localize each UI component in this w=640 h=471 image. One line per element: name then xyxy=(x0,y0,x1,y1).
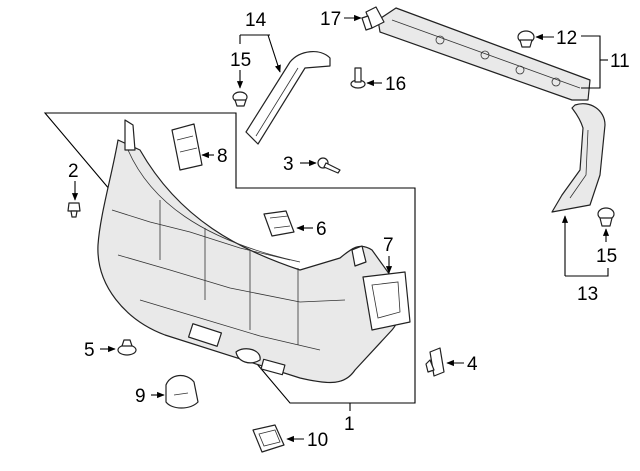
handle-bezel-7 xyxy=(362,271,411,331)
callout-5: 5 xyxy=(84,340,95,361)
cover-8 xyxy=(171,123,203,171)
callout-12: 12 xyxy=(556,28,577,49)
callout-1: 1 xyxy=(344,414,355,435)
pillar-trim-14 xyxy=(245,51,331,145)
callout-9: 9 xyxy=(135,386,146,407)
callout-3: 3 xyxy=(283,154,294,175)
callout-15-right: 15 xyxy=(596,246,617,267)
liftgate-trim-panel xyxy=(97,119,402,384)
callout-16: 16 xyxy=(385,74,406,95)
retainer-5 xyxy=(117,339,137,356)
callout-11: 11 xyxy=(610,51,630,72)
callout-2: 2 xyxy=(68,161,79,182)
callout-14: 14 xyxy=(245,10,267,31)
callout-17: 17 xyxy=(320,9,341,30)
callout-15-left: 15 xyxy=(230,50,251,71)
bracket-clip-6 xyxy=(263,210,295,237)
callout-10: 10 xyxy=(307,430,328,451)
callout-7: 7 xyxy=(383,235,394,256)
callout-8: 8 xyxy=(217,146,228,167)
side-trim-13 xyxy=(551,103,606,213)
callout-6: 6 xyxy=(316,219,327,240)
push-pin-clip-2 xyxy=(67,202,81,218)
upper-trim-panel-11 xyxy=(377,7,591,101)
callout-13: 13 xyxy=(577,284,598,305)
screw-3 xyxy=(317,157,341,174)
fastener-15-right xyxy=(597,207,615,227)
switch-10 xyxy=(252,424,285,453)
fastener-15-left xyxy=(232,91,248,107)
clip-17 xyxy=(361,6,385,31)
callout-4: 4 xyxy=(467,354,478,375)
bolt-16 xyxy=(350,67,366,89)
switch-9 xyxy=(165,375,199,409)
clip-4 xyxy=(425,347,445,377)
clip-12 xyxy=(517,30,535,48)
assembly-frame xyxy=(43,112,416,404)
